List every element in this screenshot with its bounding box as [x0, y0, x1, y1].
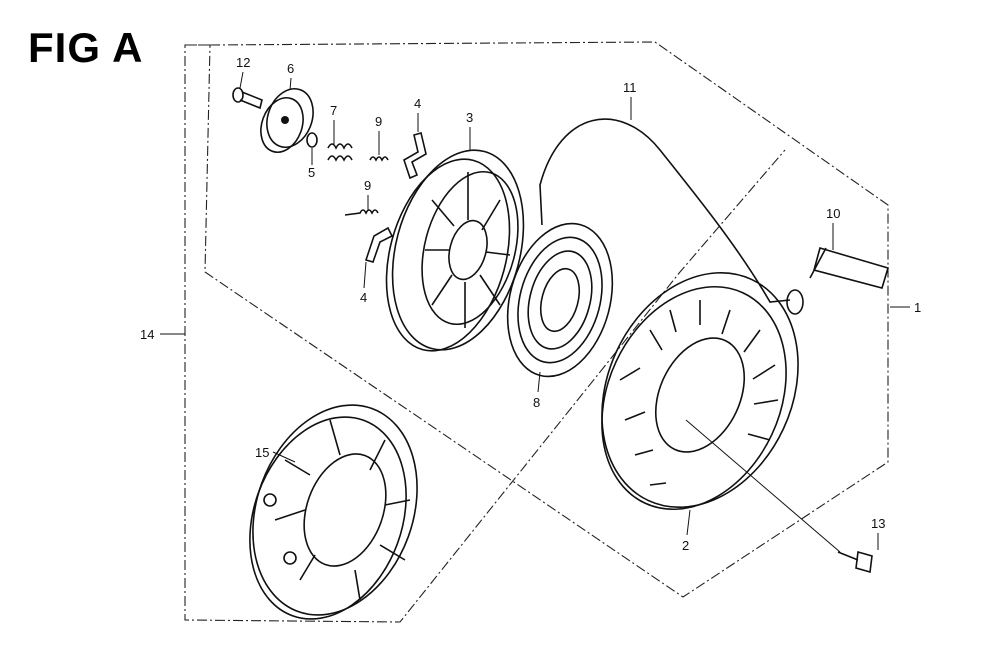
spring-part-9-lower: [344, 209, 379, 216]
starter-case-part-2: [601, 271, 799, 511]
callout-13: 13: [871, 516, 885, 531]
callout-6: 6: [287, 61, 294, 76]
bolt-part-12: [232, 87, 263, 110]
callout-14: 14: [140, 327, 154, 342]
ratchet-part-6: [260, 88, 314, 153]
washer-part-5: [306, 132, 318, 148]
pawl-part-4-upper: [403, 132, 427, 180]
cover-part-15: [249, 404, 418, 620]
assembly-1-outline: [204, 41, 889, 598]
bolt-part-13: [837, 550, 873, 574]
leader-lines: [160, 71, 910, 553]
callout-15: 15: [255, 445, 269, 460]
pawl-part-4-lower: [364, 226, 394, 263]
callout-10: 10: [826, 206, 840, 221]
callout-2: 2: [682, 538, 689, 553]
callout-5: 5: [308, 165, 315, 180]
callout-3: 3: [466, 110, 473, 125]
assembly-14-outline: [184, 44, 786, 623]
callout-9-upper: 9: [375, 114, 382, 129]
spring-part-9-upper: [369, 156, 389, 162]
callout-11: 11: [623, 80, 637, 95]
callout-12: 12: [236, 55, 250, 70]
callout-4-lower: 4: [360, 290, 367, 305]
reel-part-3: [385, 149, 525, 352]
callout-4-upper: 4: [414, 96, 421, 111]
handle-part-10: [786, 247, 889, 315]
figure-title: FIG A: [28, 24, 144, 71]
callout-7: 7: [330, 103, 337, 118]
spiral-spring-part-8: [506, 222, 614, 378]
callout-1: 1: [914, 300, 921, 315]
spring-part-7: [327, 143, 353, 162]
callout-8: 8: [533, 395, 540, 410]
callout-9-lower: 9: [364, 178, 371, 193]
rope-part-11: [539, 118, 791, 303]
